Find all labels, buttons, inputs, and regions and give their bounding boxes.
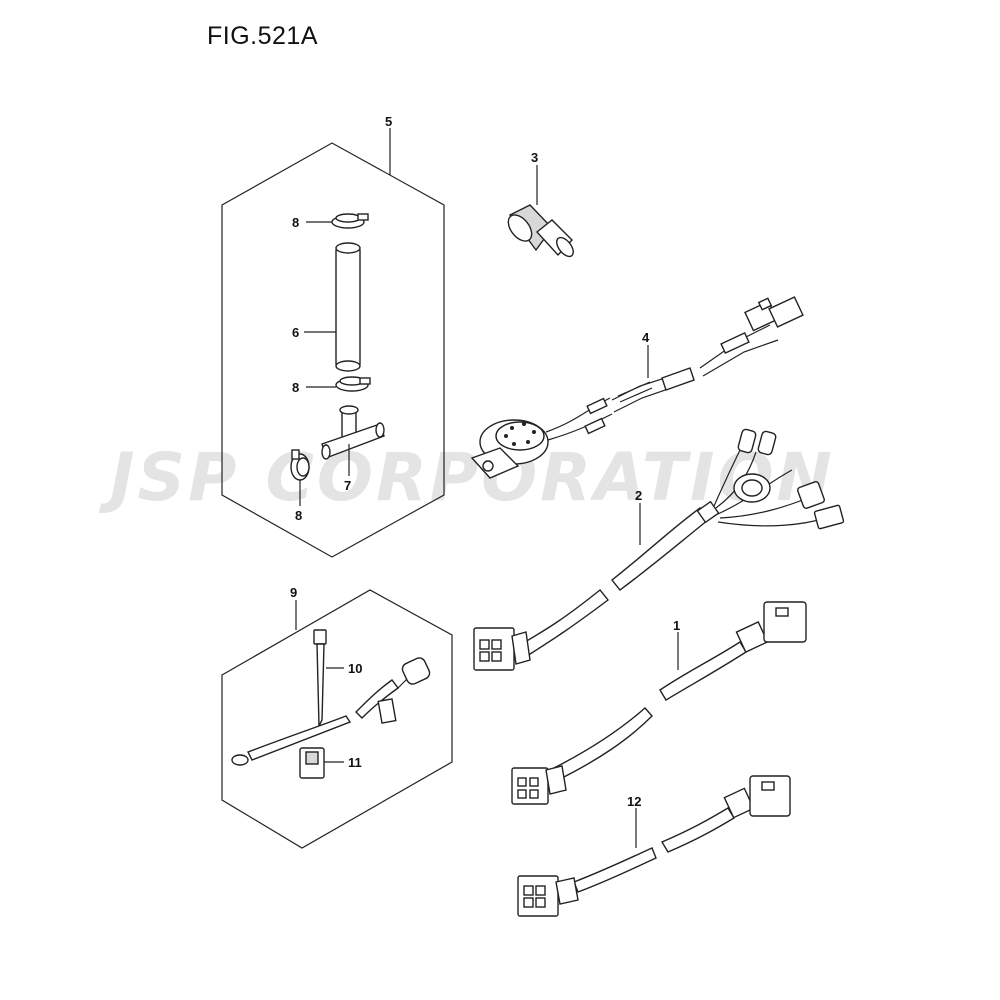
figure-title: FIG.521A [207,22,318,50]
part-connector-11 [299,747,325,779]
part-harness-1 [511,601,807,805]
part-plug-3 [507,204,574,258]
kit-outline-5 [221,142,445,558]
part-clamp-8-middle [335,376,371,392]
callout-8-bottom: 8 [295,508,302,523]
part-clamp-8-top [331,213,369,229]
callout-5: 5 [385,114,392,129]
callout-10: 10 [348,661,362,676]
part-harness-2 [473,428,845,671]
callout-3: 3 [531,150,538,165]
callout-2: 2 [635,488,642,503]
callout-1: 1 [673,618,680,633]
callout-4: 4 [642,330,650,345]
watermark-text: JSP CORPORATION [99,439,835,516]
callout-8-top: 8 [292,215,299,230]
part-hose-6 [335,242,361,372]
callout-12: 12 [627,794,641,809]
kit-outline-9 [221,589,453,849]
part-buzzer-harness-4 [470,296,804,479]
callout-6: 6 [292,325,299,340]
callout-9: 9 [290,585,297,600]
callout-11: 11 [348,755,362,770]
callout-7: 7 [344,478,351,493]
part-harness-12 [517,775,791,917]
part-lead-wire-9 [231,657,431,766]
callout-8-middle: 8 [292,380,299,395]
part-cable-tie-10 [313,629,327,727]
